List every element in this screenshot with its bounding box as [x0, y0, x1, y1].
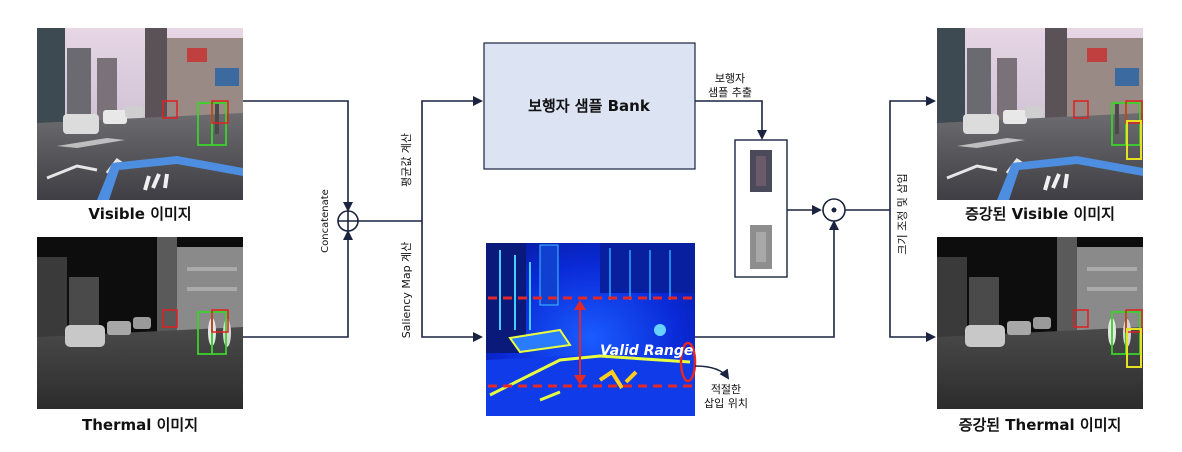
thermal-input-image [37, 237, 243, 409]
red-box [1073, 100, 1089, 119]
green-box [211, 311, 227, 355]
extract-label-line2: 샘플 추출 [708, 86, 752, 99]
position-label-line2: 삽입 위치 [704, 397, 748, 410]
red-box [1073, 309, 1089, 328]
red-box [1125, 309, 1143, 333]
extract-arrow [695, 100, 767, 140]
visible-to-concat-arrow [243, 100, 353, 212]
position-callout-arrow [694, 365, 730, 380]
extract-label-line1: 보행자 [715, 72, 745, 85]
augmented-visible-label: 증강된 Visible 이미지 [965, 205, 1115, 223]
resize-insert-label: 크기 조정 및 삽입 [896, 173, 909, 254]
red-box [211, 100, 229, 124]
saliency-to-multiply-arrow [695, 220, 839, 338]
mean-calc-label: 평균값 계산 [400, 133, 413, 187]
concatenate-label: Concatenate [320, 189, 331, 253]
concat-operator [337, 210, 359, 232]
augmented-visible-image [937, 28, 1143, 200]
sample-bank-box [483, 42, 696, 170]
augmented-thermal-image [937, 237, 1143, 409]
augmented-thermal-label: 증강된 Thermal 이미지 [959, 416, 1122, 434]
thermal-input-label: Thermal 이미지 [82, 416, 198, 434]
yellow-box-inserted [1126, 328, 1142, 368]
visible-input-image [37, 28, 243, 200]
yellow-box-inserted [1126, 120, 1142, 160]
saliency-map-image [486, 243, 697, 416]
sample-bank-label: 보행자 샘플 Bank [528, 97, 651, 115]
red-box [211, 309, 229, 333]
green-box [211, 102, 227, 146]
extracted-samples [734, 139, 788, 278]
to-visible-output-arrow [889, 96, 936, 210]
multiply-operator [822, 198, 846, 222]
to-bank-arrow [421, 96, 483, 221]
to-saliency-arrow [421, 221, 483, 342]
red-box [162, 309, 178, 328]
visible-input-label: Visible 이미지 [88, 205, 191, 223]
saliency-calc-label: Saliency Map 계산 [400, 242, 413, 339]
insert-position-ellipse [679, 341, 697, 383]
thermal-to-concat-arrow [243, 230, 353, 338]
red-box [162, 100, 178, 119]
position-label-line1: 적절한 [711, 383, 741, 396]
to-thermal-output-arrow [889, 210, 936, 342]
valid-range-label: Valid Range [600, 343, 693, 359]
red-box [1125, 100, 1143, 124]
